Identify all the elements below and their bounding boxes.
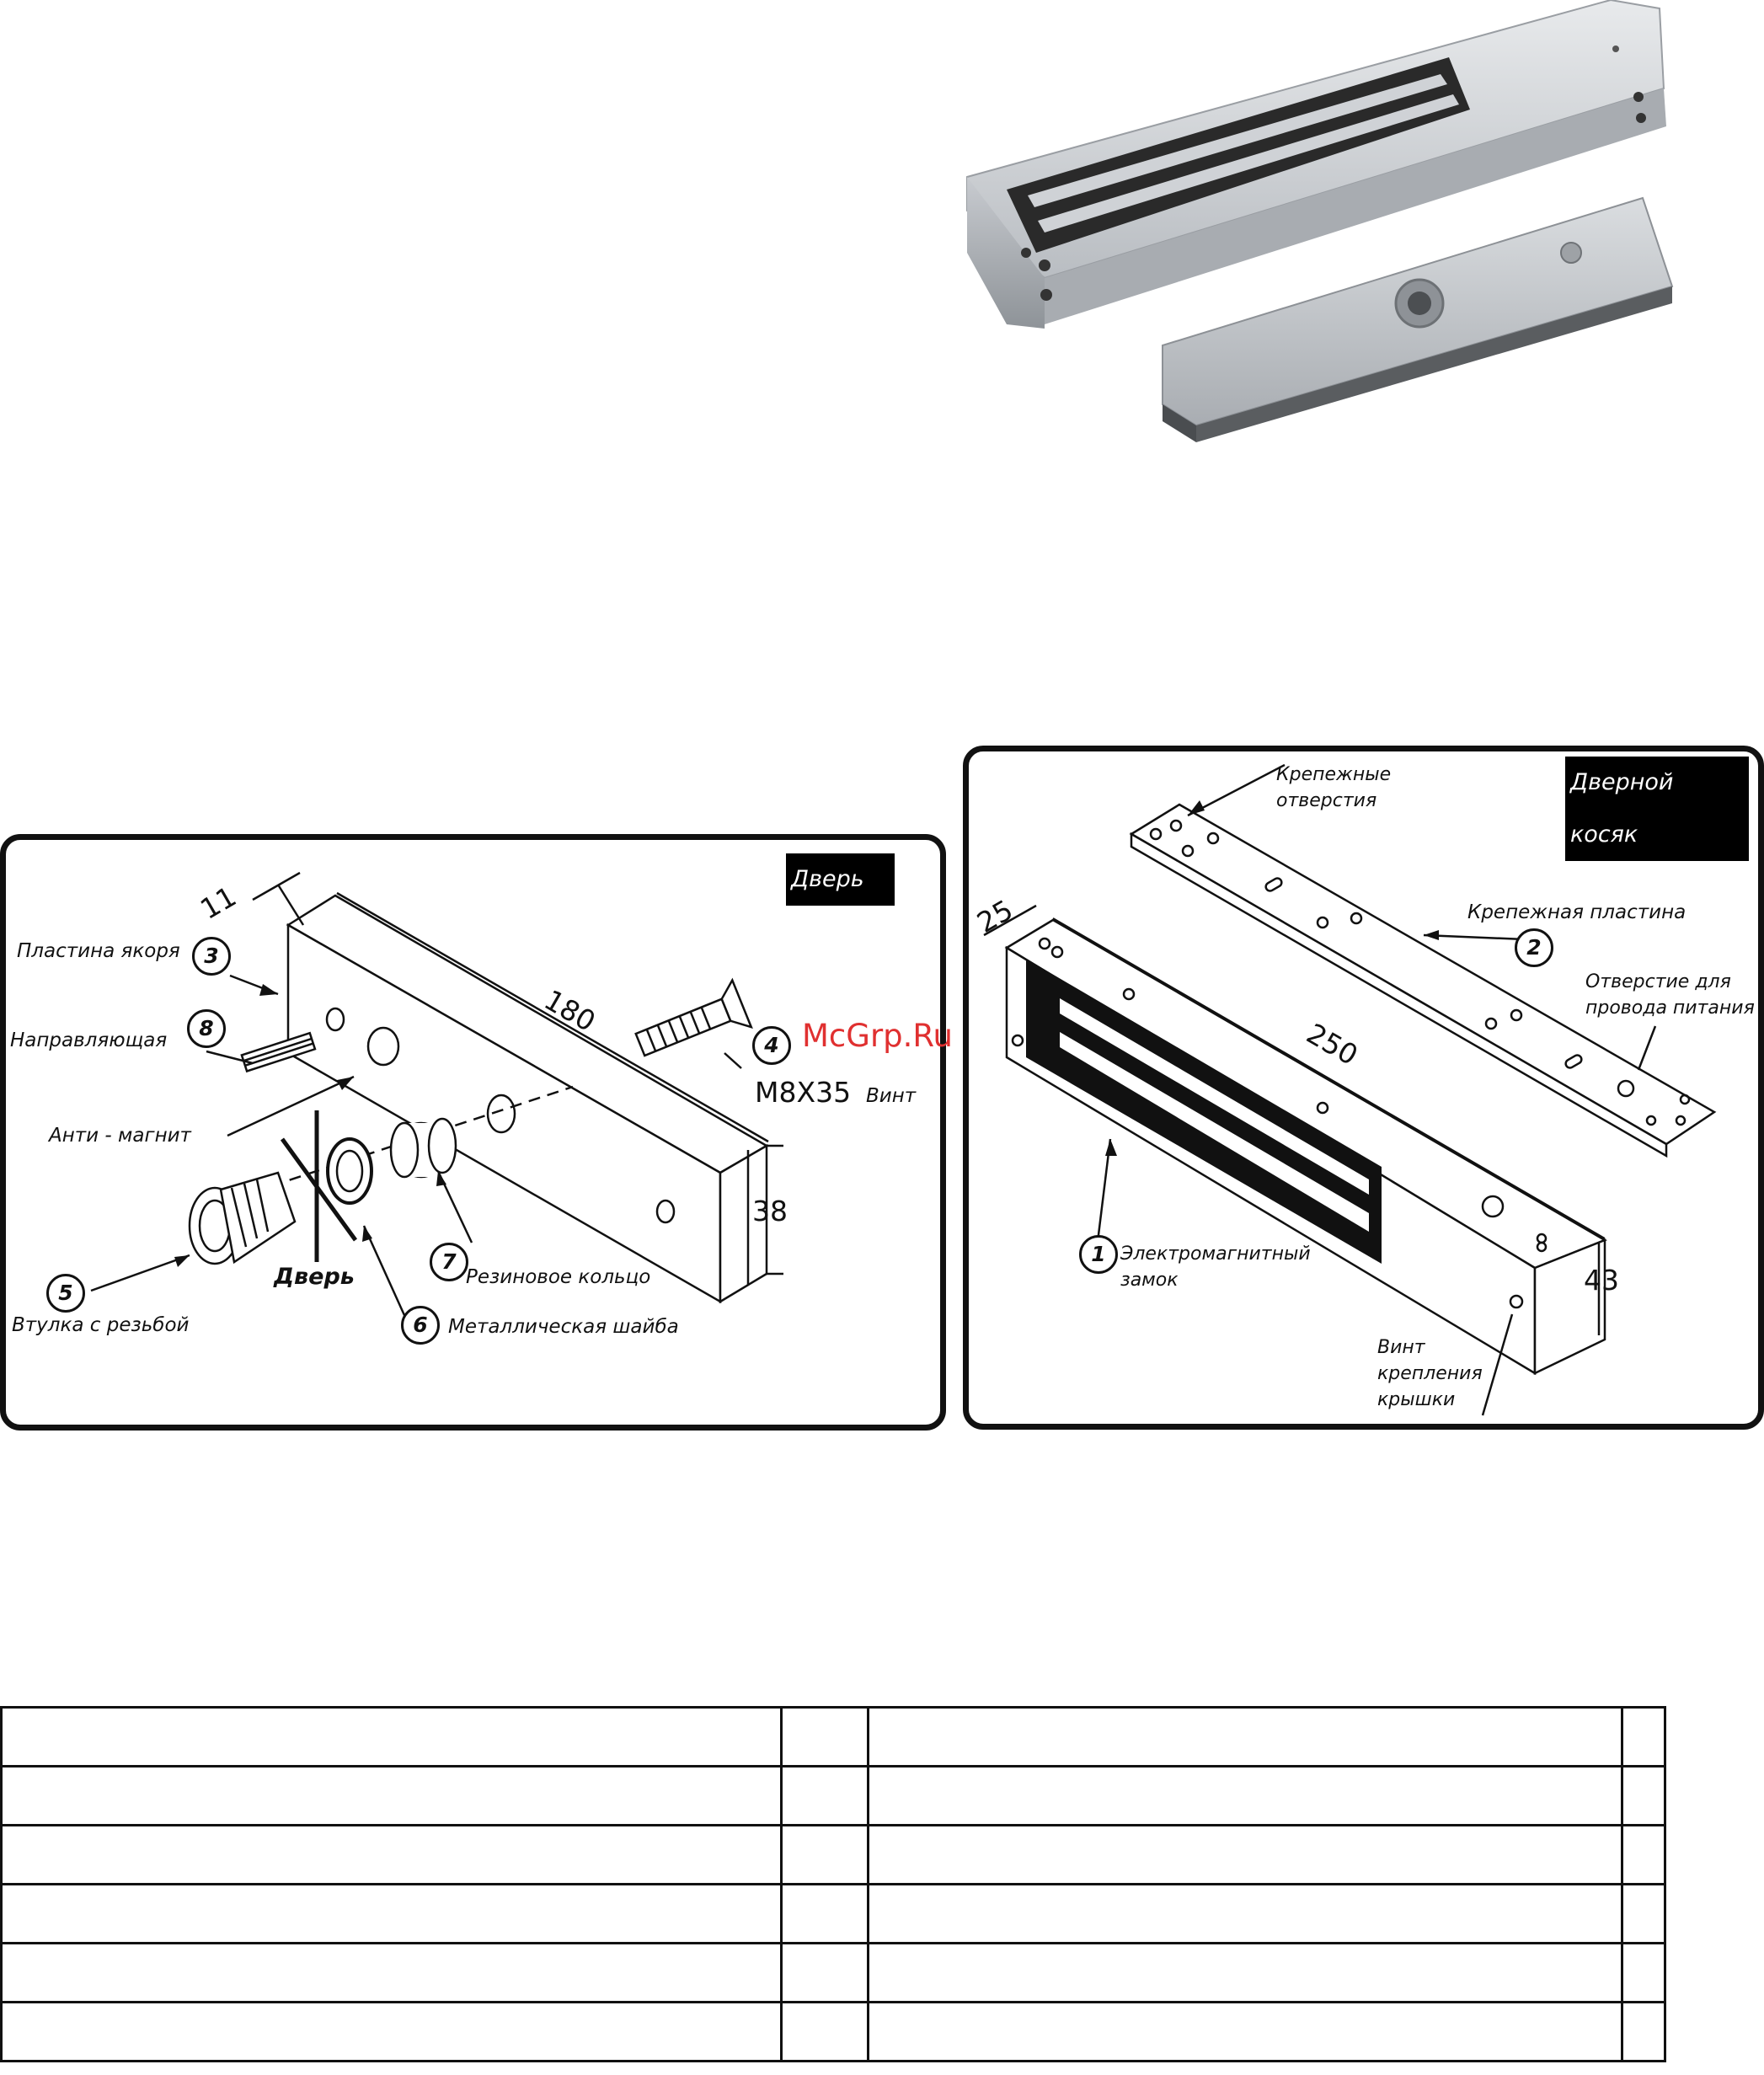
part-number-4: 4	[752, 1026, 791, 1065]
table-row	[0, 1824, 1666, 1885]
jamb-panel-tag: Дверной косяк	[1565, 757, 1749, 861]
part-label-rubber-ring: Резиновое кольцо	[466, 1266, 651, 1288]
part-label-metal-washer: Металлическая шайба	[448, 1316, 679, 1338]
table-row	[0, 1706, 1666, 1767]
jamb-panel	[963, 746, 1764, 1430]
part-number-8: 8	[187, 1009, 226, 1048]
door-panel	[0, 834, 946, 1431]
part-number-5: 5	[46, 1274, 85, 1313]
part-label-mounting-plate: Крепежная пластина	[1467, 901, 1686, 923]
part-number-7: 7	[430, 1243, 468, 1281]
part-label-cover-screw: Винт крепления крышки	[1377, 1337, 1483, 1410]
door-mark: Дверь	[274, 1264, 355, 1290]
table-row	[0, 1765, 1666, 1826]
table-row	[0, 2001, 1666, 2062]
jamb-dim-height: 43	[1584, 1264, 1619, 1297]
watermark: McGrp.Ru	[802, 1018, 953, 1054]
part-label-anti-magnet: Анти - магнит	[49, 1125, 191, 1147]
part-number-2: 2	[1515, 928, 1553, 967]
table-row	[0, 1942, 1666, 2003]
part-number-6: 6	[401, 1306, 440, 1345]
part-label-armature-plate: Пластина якоря	[17, 940, 180, 962]
part-number-1: 1	[1079, 1235, 1118, 1274]
door-panel-tag: Дверь	[786, 853, 895, 906]
magnetic-lock-photo	[966, 0, 1674, 442]
part-label-screw: Винт	[866, 1085, 917, 1107]
part-number-3: 3	[192, 937, 231, 976]
spec-table	[0, 1706, 1666, 2062]
part-label-guide: Направляющая	[10, 1029, 168, 1051]
part-label-bushing: Втулка с резьбой	[12, 1314, 190, 1336]
screw-spec: M8X35	[755, 1076, 852, 1109]
part-label-electromagnetic-lock: Электромагнитный замок	[1120, 1243, 1311, 1291]
table-row	[0, 1883, 1666, 1944]
jamb-label-mount-holes: Крепежные отверстия	[1276, 764, 1392, 811]
door-dim-height: 38	[752, 1195, 788, 1227]
part-label-power-wire-hole: Отверстие для провода питания	[1585, 971, 1755, 1019]
